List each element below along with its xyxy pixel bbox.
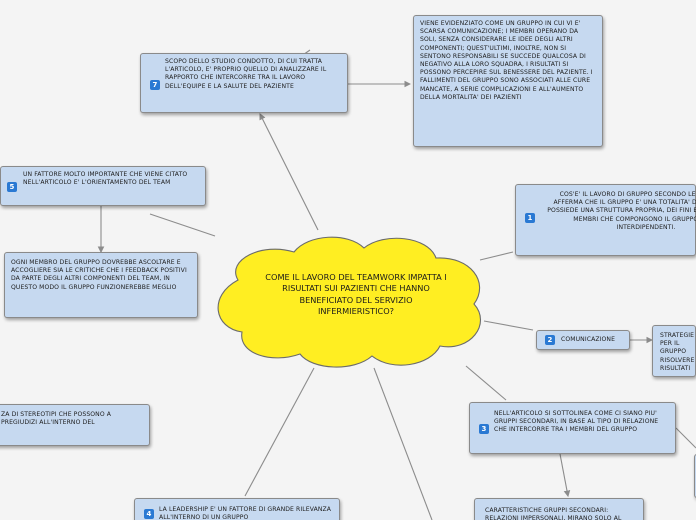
topic-5-text: UN FATTORE MOLTO IMPORTANTE CHE VIENE CI… [23,171,188,187]
topic-5-team-orientation[interactable]: 5 UN FATTORE MOLTO IMPORTANTE CHE VIENE … [0,166,206,206]
topic-2-communication[interactable]: 2 COMUNICAZIONE [536,330,630,350]
topic-4-text: LA LEADERSHIP E' UN FATTORE DI GRANDE RI… [159,506,332,520]
badge-2: 2 [545,335,555,345]
topic-7-study-purpose[interactable]: 7 SCOPO DELLO STUDIO CONDOTTO, DI CUI TR… [140,53,348,113]
topic-4-leadership[interactable]: 4 LA LEADERSHIP E' UN FATTORE DI GRANDE … [134,498,340,520]
topic-2-text: COMUNICAZIONE [561,336,616,343]
subtopic-strategies[interactable]: STRATEGIE PER IL GRUPPO RISOLVERE... RIS… [652,325,696,377]
badge-5: 5 [7,182,17,192]
topic-6-stereotypes[interactable]: ZA DI STEREOTIPI CHE POSSONO A PREGIUDIZ… [0,404,150,446]
badge-7: 7 [150,80,160,90]
connector [559,453,571,498]
subtopic-text: VIENE EVIDENZIATO COME UN GRUPPO IN CUI … [420,20,593,101]
topic-1-lewis-definition[interactable]: 1 COS'E' IL LAVORO DI GRUPPO SECONDO LEW… [515,184,696,256]
central-topic-text: COME IL LAVORO DEL TEAMWORK IMPATTA I RI… [265,272,447,317]
topic-1-text: COS'E' IL LAVORO DI GRUPPO SECONDO LEWIS… [547,191,696,231]
topic-3-secondary-groups[interactable]: 3 NELL'ARTICOLO SI SOTTOLINEA COME CI SI… [469,402,676,454]
subtopic-feedback[interactable]: OGNI MEMBRO DEL GRUPPO DOVREBBE ASCOLTAR… [4,252,198,318]
central-topic-cloud[interactable] [208,228,492,372]
badge-3: 3 [479,424,489,434]
subtopic-communication-failure[interactable]: VIENE EVIDENZIATO COME UN GRUPPO IN CUI … [413,15,603,147]
badge-4: 4 [144,509,154,519]
topic-6-text: ZA DI STEREOTIPI CHE POSSONO A PREGIUDIZ… [1,411,112,427]
connector [373,367,433,520]
subtopic-text: OGNI MEMBRO DEL GRUPPO DOVREBBE ASCOLTAR… [11,259,187,291]
subtopic-secondary-groups-traits[interactable]: CARATTERISTICHE GRUPPI SECONDARI: RELAZI… [474,498,644,520]
subtopic-partial-right[interactable] [694,454,696,498]
connector [149,213,216,237]
subtopic-text: STRATEGIE PER IL GRUPPO RISOLVERE... RIS… [660,332,695,372]
connector [259,113,319,231]
subtopic-text: CARATTERISTICHE GRUPPI SECONDARI: RELAZI… [485,507,622,520]
connector [675,427,696,449]
badge-1: 1 [525,213,535,223]
topic-3-text: NELL'ARTICOLO SI SOTTOLINEA COME CI SIAN… [494,410,659,434]
connector [244,367,315,497]
connector [479,251,514,261]
topic-7-text: SCOPO DELLO STUDIO CONDOTTO, DI CUI TRAT… [165,58,327,90]
connector [483,320,534,331]
connector [465,365,507,401]
